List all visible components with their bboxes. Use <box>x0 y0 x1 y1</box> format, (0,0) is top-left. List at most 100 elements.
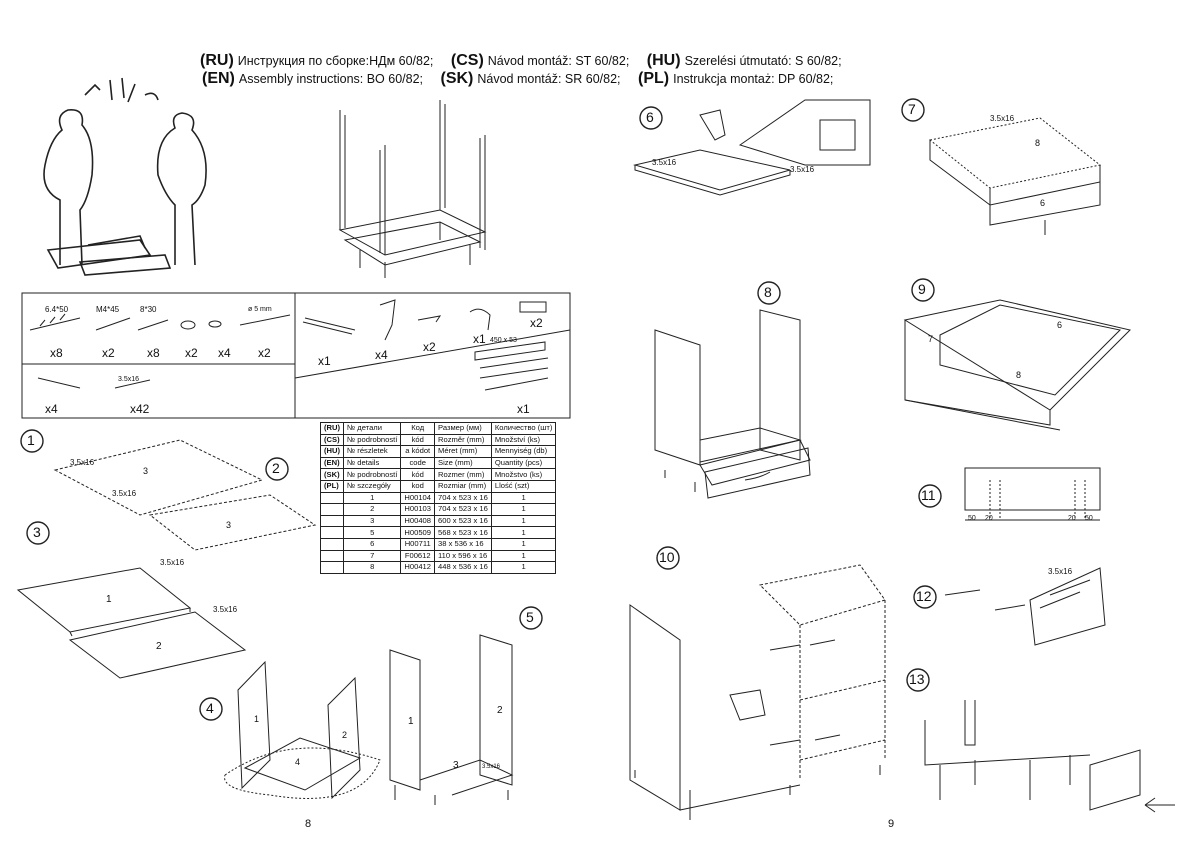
lang-code: (PL) <box>638 70 670 87</box>
table-row: 7 F00612 110 x 596 x 16 1 <box>319 549 557 563</box>
arrow-left-icon <box>1144 797 1175 813</box>
two-people-illustration <box>43 77 207 276</box>
header-line-1: (RU)Инструкция по сборке:НДм 60/82; (CS)… <box>150 52 950 70</box>
step-number: 13 <box>909 671 925 687</box>
parts-table: (RU) № детали Код Размер (мм) Количество… <box>319 422 557 574</box>
table-row: (EN) № details code Size (mm) Quantity (… <box>319 456 557 470</box>
screw-label: 3.5x16 <box>70 458 95 467</box>
step-number: 5 <box>526 609 534 625</box>
hardware-qty: x42 <box>130 402 150 416</box>
step2-panel <box>148 494 317 551</box>
step-number: 9 <box>918 281 926 297</box>
dimension-label: 50 <box>1085 515 1093 522</box>
table-row: (RU) № детали Код Размер (мм) Количество… <box>319 422 557 435</box>
step11-drawing <box>964 467 1101 521</box>
step-number: 3 <box>33 524 41 540</box>
dimension-label: 20 <box>985 515 993 522</box>
hook-icon <box>469 308 491 331</box>
step8-cabinet <box>654 309 811 499</box>
step3-panels <box>16 567 247 679</box>
dimension-label: 50 <box>968 515 976 522</box>
step-number: 12 <box>916 588 932 604</box>
hardware-qty: x4 <box>375 348 388 362</box>
table-row: (SK) № podrobností kód Rozmer (mm) Množs… <box>319 468 557 481</box>
bolt-icon <box>95 317 131 331</box>
hardware-qty: x4 <box>45 402 58 416</box>
table-row: 3 H00408 600 x 523 x 16 1 <box>319 514 557 528</box>
hardware-qty: x2 <box>423 340 436 354</box>
bracket-icon <box>417 315 442 323</box>
step-number: 4 <box>206 700 214 716</box>
table-row: 8 H00412 448 x 536 x 16 1 <box>319 561 557 574</box>
table-row: (HU) № részletek a kódot Méret (mm) Menn… <box>319 445 557 458</box>
lang-title: Návod montáž: ST 60/82; <box>487 54 630 68</box>
step4-panels <box>224 660 381 800</box>
hardware-label: ø 5 mm <box>248 306 272 313</box>
screw-label: 3.5x16 <box>990 114 1015 123</box>
step-number: 6 <box>646 109 654 125</box>
leg-icon <box>379 299 396 341</box>
part-label: 6 <box>1040 198 1046 208</box>
dimension-label: 20 <box>1068 515 1076 522</box>
lang-code: (HU) <box>646 52 681 69</box>
drawer-handle-icon <box>744 471 771 481</box>
part-label: 4 <box>295 757 301 767</box>
part-label: 3 <box>453 760 459 771</box>
step-number: 2 <box>272 460 280 476</box>
plate-icon <box>519 301 547 313</box>
table-row: 1 H00104 704 x 523 x 16 1 <box>319 491 557 505</box>
part-label: 3 <box>226 520 232 530</box>
screw-icon <box>29 313 81 331</box>
screw-label: 3.5x16 <box>790 165 815 174</box>
screw-label: 3.5x16 <box>160 558 185 567</box>
cabinet-frame-drawing <box>338 100 487 278</box>
lang-code: (RU) <box>200 52 234 69</box>
table-row: (PL) № szczegóły kod Rozmiar (mm) Llość … <box>319 479 557 493</box>
part-label: 1 <box>106 594 112 605</box>
step-number: 8 <box>764 284 772 300</box>
small-screw-icon <box>114 379 151 389</box>
hardware-box <box>21 292 571 419</box>
lang-code: (SK) <box>440 70 474 87</box>
part-label: 8 <box>1016 370 1022 380</box>
table-row: 2 H00103 704 x 523 x 16 1 <box>319 503 557 516</box>
step6-drawing <box>633 99 871 196</box>
screw-label: 3.5x16 <box>213 605 238 614</box>
hardware-qty: x1 <box>517 402 530 416</box>
part-label: 3 <box>143 466 149 476</box>
hardware-label: M4*45 <box>96 305 120 314</box>
screw-label: 3.5x16 <box>112 489 137 498</box>
hardware-qty: x1 <box>318 354 331 368</box>
step12-drawing <box>944 567 1106 646</box>
hardware-label: 6.4*50 <box>45 305 69 314</box>
lang-code: (CS) <box>450 52 484 69</box>
hardware-qty: x2 <box>185 346 198 360</box>
part-label: 6 <box>1057 320 1063 330</box>
lang-title: Инструкция по сборке:НДм 60/82; <box>237 54 434 68</box>
lang-code: (EN) <box>202 70 235 87</box>
cap-icon <box>208 320 222 328</box>
step13-drawing <box>924 700 1175 813</box>
part-label: 8 <box>1035 138 1041 148</box>
step-number: 10 <box>659 549 675 565</box>
hardware-qty: x4 <box>218 346 231 360</box>
step7-drawing <box>928 117 1102 235</box>
hardware-qty: x2 <box>102 346 115 360</box>
hardware-qty: x8 <box>147 346 160 360</box>
hardware-label: 450 x 53 <box>490 337 517 344</box>
hardware-qty: x2 <box>258 346 271 360</box>
step5-cabinet <box>389 634 514 805</box>
lang-title: Assembly instructions: BO 60/82; <box>238 72 423 86</box>
hardware-label: 8*30 <box>140 305 157 314</box>
page-number-right: 9 <box>888 818 895 830</box>
part-label: 7 <box>928 334 934 344</box>
header-line-2: (EN)Assembly instructions: BO 60/82; (SK… <box>150 70 950 88</box>
part-label: 2 <box>497 705 503 716</box>
table-row: 6 H00711 38 x 536 x 16 1 <box>319 537 557 551</box>
part-label: 1 <box>408 716 414 727</box>
step-number: 11 <box>921 487 936 503</box>
step1-panel <box>53 439 264 516</box>
screw-label: 3.5x16 <box>1048 567 1073 576</box>
step10-cabinet <box>629 564 886 820</box>
lang-title: Instrukcja montaż: DP 60/82; <box>673 72 834 86</box>
